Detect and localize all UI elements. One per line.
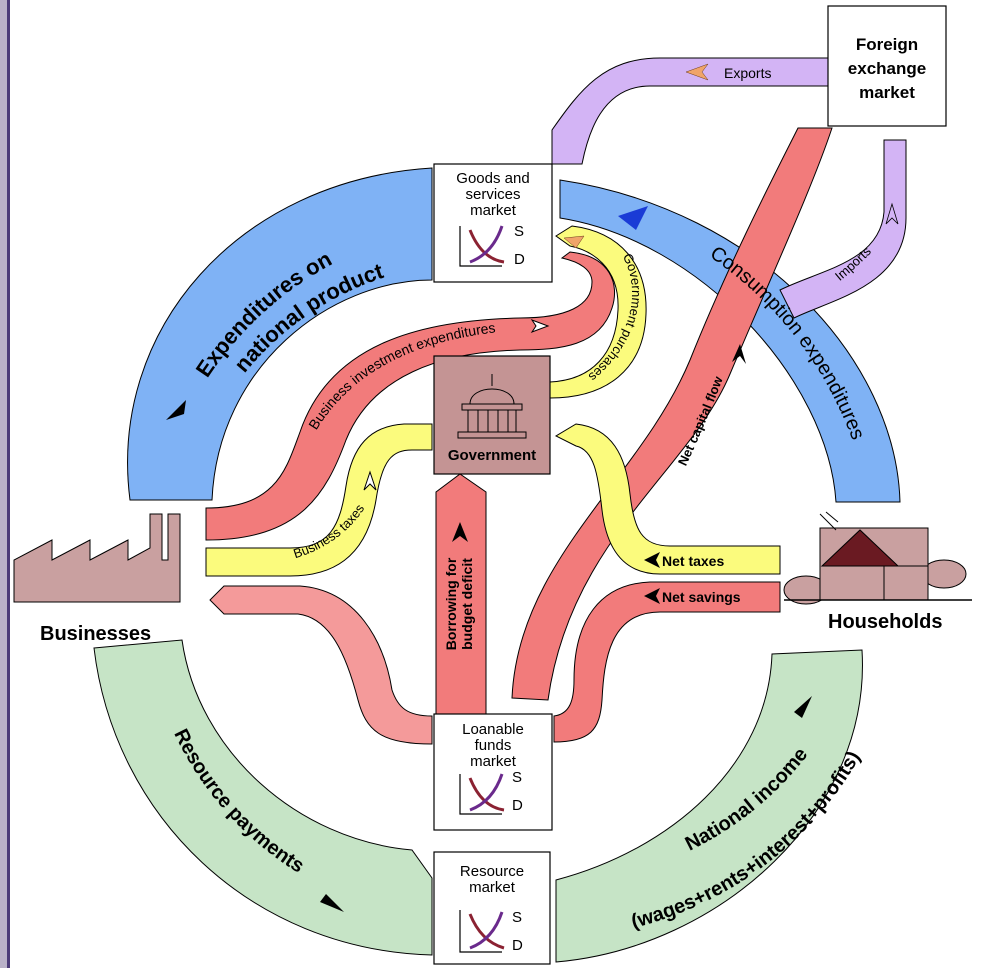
resource-label-2: market bbox=[469, 879, 516, 896]
arrow-business-taxes-icon bbox=[363, 470, 377, 491]
loanable-label-2: funds bbox=[475, 737, 512, 754]
loanable-funds-market-node: Loanable funds market S D bbox=[433, 713, 553, 831]
exports-label: Exports bbox=[724, 65, 771, 81]
exports-flow bbox=[551, 57, 829, 165]
arrow-resource-payments-icon bbox=[320, 894, 344, 912]
demand-label: D bbox=[512, 797, 523, 814]
goods-market-label-1: Goods and bbox=[456, 170, 529, 187]
loans-to-businesses-flow bbox=[209, 585, 433, 745]
arrow-borrowing-icon bbox=[452, 522, 468, 542]
capitol-building-icon bbox=[457, 374, 527, 439]
consumption-expenditures-flow bbox=[559, 179, 901, 503]
loanable-label-3: market bbox=[470, 753, 517, 770]
forex-label-1: Foreign bbox=[856, 35, 918, 54]
expenditures-on-national-product-flow bbox=[127, 167, 433, 501]
arrow-net-capital-flow-icon bbox=[732, 344, 746, 364]
national-income-flow bbox=[555, 649, 863, 963]
borrowing-label-1: Borrowing for bbox=[443, 557, 459, 650]
supply-label: S bbox=[514, 223, 524, 240]
government-label: Government bbox=[448, 447, 536, 464]
net-taxes-label: Net taxes bbox=[662, 553, 724, 569]
goods-market-label-3: market bbox=[470, 202, 517, 219]
supply-demand-icon bbox=[459, 773, 505, 815]
factory-icon bbox=[13, 513, 181, 603]
house-icon bbox=[783, 511, 972, 605]
net-savings-label: Net savings bbox=[662, 589, 741, 605]
net-savings-flow bbox=[553, 581, 781, 743]
households-label: Households bbox=[828, 611, 942, 633]
supply-demand-icon bbox=[459, 225, 505, 267]
arrow-net-savings-icon bbox=[644, 588, 660, 604]
loanable-label-1: Loanable bbox=[462, 721, 524, 738]
forex-label-2: exchange bbox=[848, 59, 926, 78]
borrowing-label: Borrowing for budget deficit bbox=[443, 557, 475, 650]
forex-label-3: market bbox=[859, 83, 915, 102]
government-node: Government bbox=[433, 355, 551, 475]
goods-market-label-2: services bbox=[465, 186, 520, 203]
goods-and-services-market-node: Goods and services market S D bbox=[433, 163, 553, 283]
arrow-exports-icon bbox=[685, 63, 709, 81]
demand-label: D bbox=[512, 937, 523, 954]
resource-market-node: Resource market S D bbox=[433, 851, 551, 965]
resource-payments-flow bbox=[93, 639, 433, 956]
government-purchases-flow bbox=[549, 225, 647, 399]
arrow-government-purchases-icon bbox=[563, 235, 585, 249]
business-investment-expenditures-flow bbox=[205, 251, 616, 541]
left-border-bar bbox=[0, 0, 10, 968]
borrowing-label-2: budget deficit bbox=[459, 558, 475, 650]
arrow-net-taxes-icon bbox=[644, 552, 660, 568]
supply-demand-icon bbox=[459, 910, 505, 953]
arrow-imports-icon bbox=[885, 202, 899, 225]
net-taxes-flow bbox=[554, 423, 781, 575]
businesses-label: Businesses bbox=[40, 623, 151, 645]
demand-label: D bbox=[514, 251, 525, 268]
foreign-exchange-market-node: Foreign exchange market bbox=[827, 5, 947, 127]
resource-label-1: Resource bbox=[460, 863, 524, 880]
arrow-national-income-icon bbox=[794, 696, 812, 718]
supply-label: S bbox=[512, 769, 522, 786]
arrow-expenditures-icon bbox=[166, 400, 186, 420]
business-taxes-flow bbox=[205, 423, 433, 577]
arrow-business-investment-icon bbox=[530, 318, 550, 334]
imports-flow bbox=[779, 139, 907, 319]
arrow-consumption-icon bbox=[618, 206, 648, 230]
supply-label: S bbox=[512, 909, 522, 926]
